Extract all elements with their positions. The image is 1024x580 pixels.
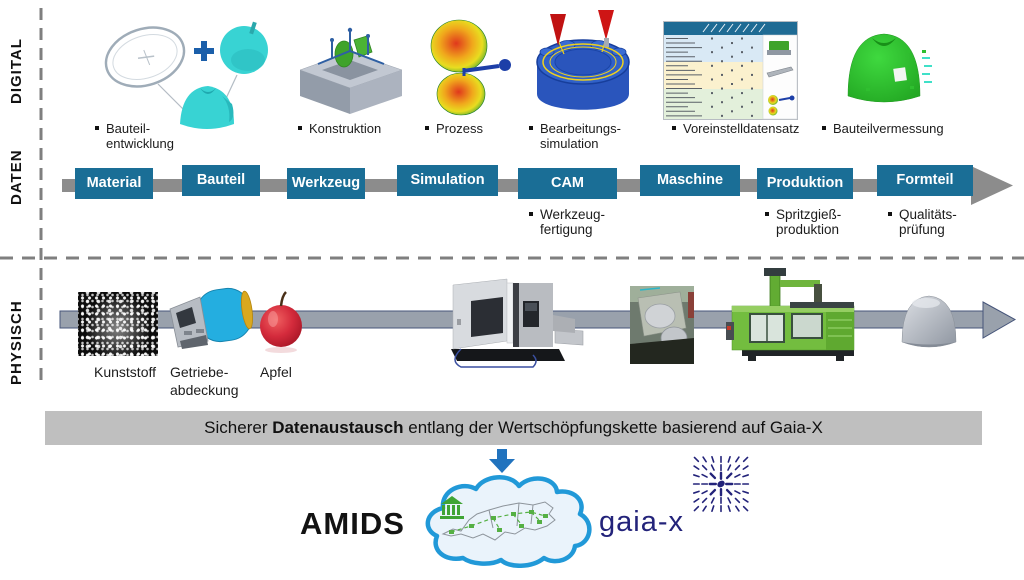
row-label-daten: DATEN: [8, 149, 25, 205]
bullet-icon: [888, 212, 892, 216]
spritzgiessmaschine-photo: [726, 268, 855, 361]
getriebeabdeckung-photo: [169, 287, 254, 349]
voreinstelldatensatz-illustration: [663, 21, 798, 120]
label-bearbeitungssimulation: Bearbeitungs-simulation: [529, 121, 621, 151]
label-apfel: Apfel: [260, 364, 292, 380]
daten-box-werkzeug: Werkzeug: [287, 168, 365, 199]
label-konstruktion: Konstruktion: [298, 121, 381, 136]
label-qualitaetspruefung: Qualitäts-prüfung: [888, 207, 957, 237]
plus-icon: [194, 41, 214, 61]
daten-box-cam: CAM: [518, 168, 617, 199]
bullet-icon: [529, 212, 533, 216]
konstruktion-illustration: [299, 27, 403, 114]
prozess-illustration: [430, 19, 511, 116]
label-prozess: Prozess: [425, 121, 483, 136]
banner-text-bold: Datenaustausch: [272, 418, 404, 437]
daten-box-produktion: Produktion: [757, 168, 853, 199]
daten-box-formteil: Formteil: [877, 165, 973, 196]
cad-dome-icon: [180, 86, 234, 129]
austria-map-outline: [441, 501, 556, 541]
formteil-dome-photo: [901, 295, 957, 348]
cad-apple-icon: [220, 21, 268, 74]
label-bauteilentwicklung: Bauteil-entwicklung: [95, 121, 174, 151]
banner-text-suffix: entlang der Wertschöpfungskette basieren…: [403, 418, 823, 437]
bauteilvermessung-illustration: [847, 33, 932, 103]
apfel-photo: [260, 291, 302, 353]
network-nodes: [449, 510, 548, 534]
gaiax-logo-text: gaia-x: [599, 506, 684, 538]
label-werkzeugfertigung: Werkzeug-fertigung: [529, 207, 605, 237]
gaiax-starburst-icon: [692, 455, 750, 513]
bearbeitungssimulation-illustration: [536, 10, 630, 110]
bullet-icon: [672, 126, 676, 130]
bullet-icon: [425, 126, 429, 130]
down-arrow-icon: [489, 449, 515, 473]
row-label-digital: DIGITAL: [8, 38, 25, 104]
label-bauteilvermessung: Bauteilvermessung: [822, 121, 944, 136]
daten-box-maschine: Maschine: [640, 165, 740, 196]
bullet-icon: [529, 126, 533, 130]
bank-icon: [440, 496, 464, 519]
row-label-physisch: PHYSISCH: [8, 300, 25, 386]
label-getriebeabdeckung: Getriebe-abdeckung: [170, 364, 239, 398]
amids-logo-text: AMIDS: [300, 506, 405, 541]
bauteilentwicklung-illustration: [104, 21, 268, 129]
gaiax-banner: Sicherer Datenaustausch entlang der Wert…: [45, 411, 982, 445]
label-spritzgiessproduktion: Spritzgieß-produktion: [765, 207, 841, 237]
wireframe-ellipse-icon: [104, 26, 186, 88]
bullet-icon: [822, 126, 826, 130]
banner-text-prefix: Sicherer: [204, 418, 273, 437]
amids-cloud-austria-map: [425, 475, 592, 568]
daten-box-bauteil: Bauteil: [182, 165, 260, 196]
daten-box-material: Material: [75, 168, 153, 199]
cnc-maschine-photo: [451, 278, 584, 368]
bullet-icon: [765, 212, 769, 216]
label-voreinstelldatensatz: Voreinstelldatensatz: [672, 121, 799, 136]
kunststoff-photo: [78, 292, 158, 356]
daten-box-simulation: Simulation: [397, 165, 498, 196]
cloud-outline: [425, 475, 592, 568]
label-kunststoff: Kunststoff: [94, 364, 157, 380]
bullet-icon: [298, 126, 302, 130]
bullet-icon: [95, 126, 99, 130]
frästeil-photo: [630, 286, 694, 364]
